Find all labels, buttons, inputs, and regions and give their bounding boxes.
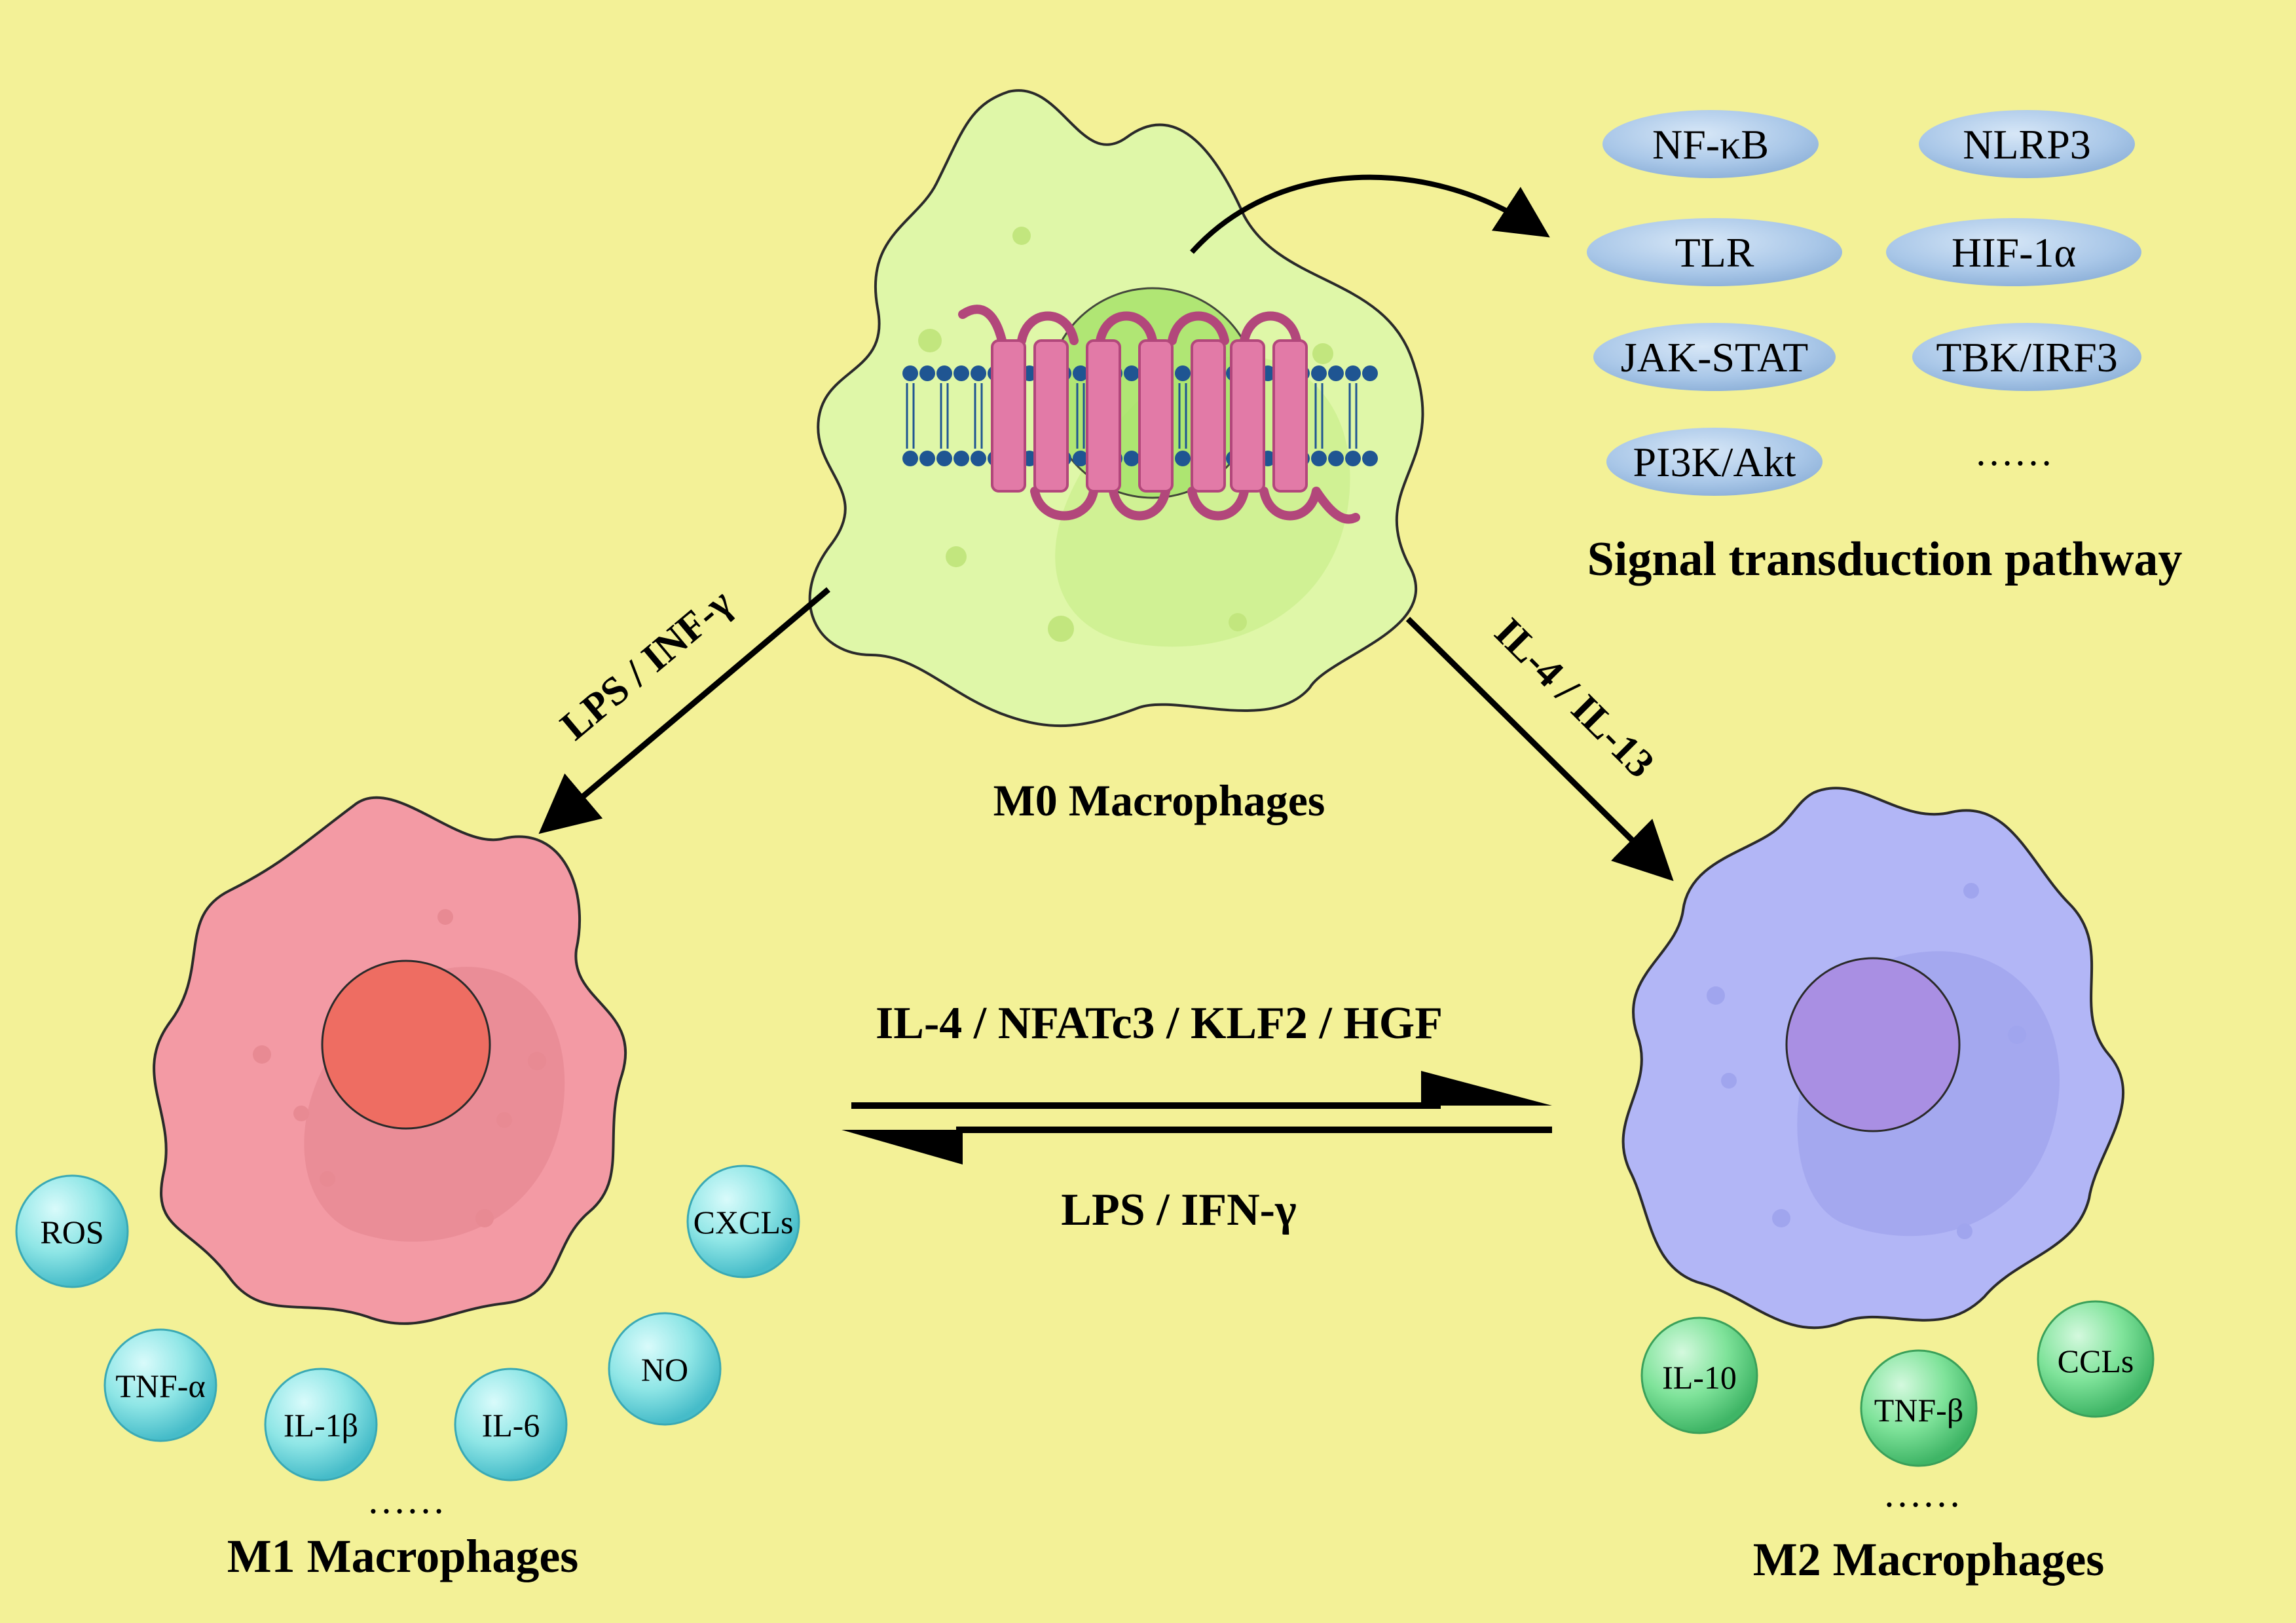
m1-cytokine-bubble: IL-1β xyxy=(264,1368,378,1482)
arrow-m2-to-m1-label: LPS / IFN-γ xyxy=(1061,1185,1296,1235)
arrow-m1-to-m2 xyxy=(851,1071,1552,1109)
svg-text:TLR: TLR xyxy=(1675,229,1754,276)
m2-label: M2 Macrophages xyxy=(1753,1533,2105,1586)
svg-text:ROS: ROS xyxy=(40,1214,103,1250)
arrow-m2-to-m1 xyxy=(842,1127,1552,1165)
svg-text:IL-10: IL-10 xyxy=(1662,1359,1737,1396)
m0-macrophage xyxy=(808,89,1424,728)
pathway-panel: NF-κB NLRP3 TLR HIF-1α JAK-STAT TBK/IRF3… xyxy=(1587,110,2182,586)
m1-cytokine-bubble: TNF-α xyxy=(103,1328,217,1442)
svg-text:NF-κB: NF-κB xyxy=(1652,121,1769,168)
m0-label: M0 Macrophages xyxy=(993,775,1325,825)
pathway-more: …… xyxy=(1974,430,2053,474)
m1-cytokine-bubble: NO xyxy=(608,1312,722,1426)
arrow-m1-to-m2-label: IL-4 / NFATc3 / KLF2 / HGF xyxy=(876,998,1443,1049)
m2-cytokine-bubble: TNF-β xyxy=(1860,1349,1978,1467)
svg-text:CCLs: CCLs xyxy=(2058,1343,2134,1379)
svg-text:JAK-STAT: JAK-STAT xyxy=(1621,334,1808,381)
m2-macrophage xyxy=(1621,787,2124,1330)
pathway-title: Signal transduction pathway xyxy=(1587,532,2183,586)
m2-nucleus xyxy=(1785,957,1961,1132)
m1-label: M1 Macrophages xyxy=(227,1530,579,1582)
pathway-item: NF-κB xyxy=(1602,110,1819,178)
m2-cytokine-bubble: CCLs xyxy=(2037,1300,2155,1418)
svg-text:NLRP3: NLRP3 xyxy=(1963,121,2091,168)
m1-nucleus xyxy=(321,960,491,1130)
m2-more: …… xyxy=(1883,1472,1961,1515)
arrow-m0-to-m2 xyxy=(1405,616,1674,882)
arrow-m0-to-m1 xyxy=(538,587,830,834)
pathway-item: JAK-STAT xyxy=(1593,323,1836,391)
m2-cell-granules xyxy=(1707,883,2026,1239)
pathway-item: HIF-1α xyxy=(1886,218,2141,286)
svg-text:CXCLs: CXCLs xyxy=(694,1204,794,1241)
arrow-m0-to-m2-label: IL-4 / IL-13 xyxy=(1486,610,1663,787)
m0-cell-granules xyxy=(918,227,1333,642)
m1-cytokine-bubble: CXCLs xyxy=(686,1165,800,1278)
svg-text:PI3K/Akt: PI3K/Akt xyxy=(1633,439,1796,485)
arrow-m0-to-m1-label: LPS / INF-γ xyxy=(552,580,741,749)
m1-more: …… xyxy=(367,1478,445,1521)
receptor xyxy=(958,305,1360,524)
pathway-item: TLR xyxy=(1587,218,1842,286)
curved-arrow-to-pathways xyxy=(1190,174,1550,254)
m1-cell-granules xyxy=(253,909,546,1227)
svg-text:NO: NO xyxy=(641,1351,688,1388)
svg-text:TBK/IRF3: TBK/IRF3 xyxy=(1936,334,2117,381)
svg-text:TNF-β: TNF-β xyxy=(1874,1392,1964,1428)
m1-cytokine-bubble: ROS xyxy=(15,1174,129,1288)
svg-text:IL-1β: IL-1β xyxy=(284,1407,358,1444)
m1-cytokine-bubble: IL-6 xyxy=(454,1368,568,1482)
svg-text:IL-6: IL-6 xyxy=(482,1407,540,1444)
pathway-item: TBK/IRF3 xyxy=(1912,323,2141,391)
m2-cytokine-bubble: IL-10 xyxy=(1640,1316,1758,1434)
svg-text:TNF-α: TNF-α xyxy=(115,1368,205,1404)
m1-macrophage xyxy=(153,796,627,1325)
svg-text:HIF-1α: HIF-1α xyxy=(1952,229,2076,276)
pathway-item: PI3K/Akt xyxy=(1606,428,1823,496)
pathway-item: NLRP3 xyxy=(1919,110,2135,178)
